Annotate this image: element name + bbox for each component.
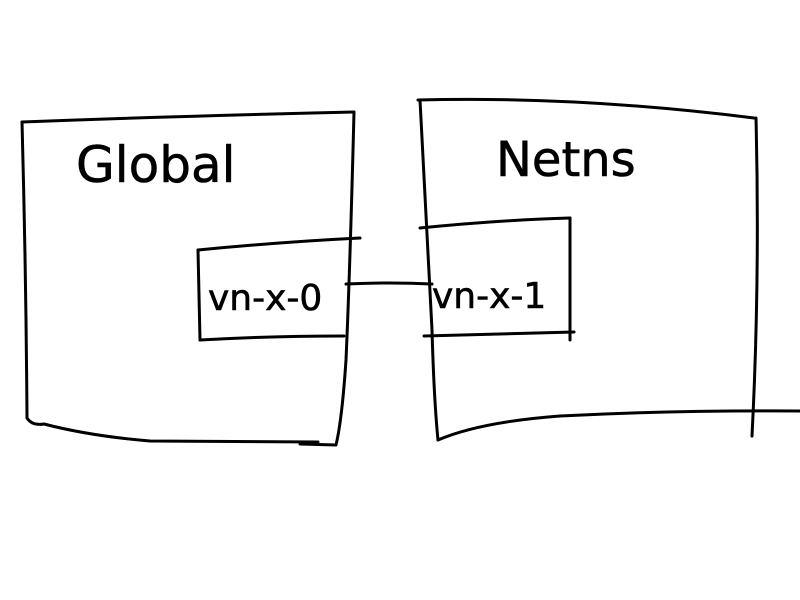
- netns-box-left: [418, 98, 440, 442]
- netns-box-right: [750, 116, 759, 438]
- vn-x-0-box-top: [196, 236, 362, 252]
- global-box-left: [20, 120, 29, 420]
- global-box-right: [298, 110, 356, 447]
- vn-x-1-box-top: [418, 216, 572, 230]
- vn-x-0-box-bottom: [198, 334, 346, 342]
- vn-x-1-box-bottom: [422, 330, 576, 338]
- interface-label-vn-x-1: vn-x-1: [432, 276, 546, 317]
- namespace-label-global: Global: [76, 136, 236, 194]
- netns-box-top: [416, 97, 756, 120]
- namespace-box-netns: Netns: [416, 97, 800, 442]
- namespace-box-global: Global: [20, 110, 356, 447]
- vn-x-0-box-left: [196, 248, 202, 342]
- interface-label-vn-x-0: vn-x-0: [208, 278, 322, 319]
- interface-box-vn-x-0: vn-x-0: [196, 236, 362, 342]
- netns-box-bottom: [436, 409, 800, 442]
- global-box-top: [20, 110, 356, 124]
- global-box-bottom-left: [25, 416, 320, 444]
- namespace-label-netns: Netns: [496, 132, 636, 188]
- interface-box-vn-x-1: vn-x-1: [418, 216, 576, 342]
- veth-link-line: [344, 281, 434, 286]
